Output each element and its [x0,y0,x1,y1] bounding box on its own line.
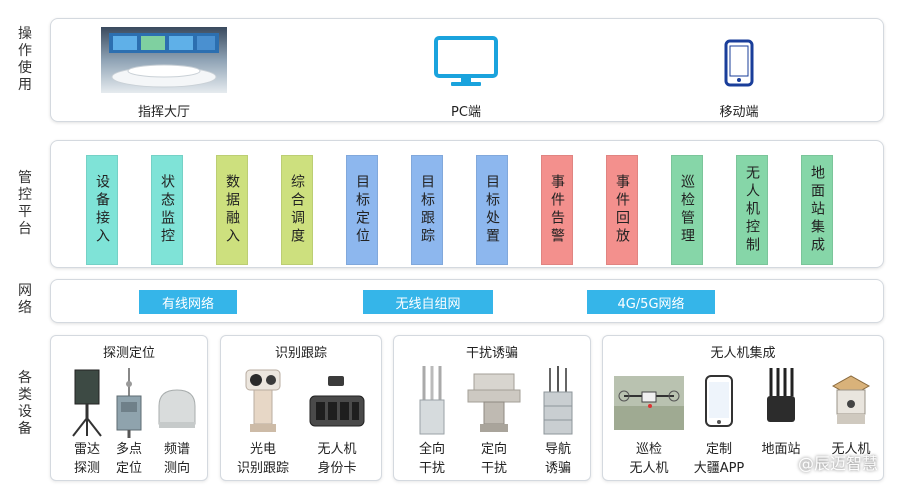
network-panel: 有线网络 无线自组网 4G/5G网络 [50,279,884,323]
group-detection: 探测定位 雷达 探测 多点 定位 频谱 测向 [50,335,208,481]
command-hall-label: 指挥大厅 [137,105,190,120]
device-uav-id-card: 无人机 身份卡 [301,360,373,480]
group-identify-title: 识别跟踪 [274,346,327,361]
device-multipoint-label: 多点 定位 [115,442,142,476]
network-wired: 有线网络 [139,290,237,314]
network-wireless-adhoc: 无线自组网 [363,290,493,314]
mobile-client-label: 移动端 [719,105,759,120]
group-uav: 无人机集成 巡检 无人机 定制 大疆APP 地面站 [602,335,884,481]
device-custom-app-label: 定制 大疆APP [693,442,745,476]
device-custom-app: 定制 大疆APP [683,360,755,480]
custom-app-phone-icon [705,375,733,427]
group-identify: 识别跟踪 光电 识别跟踪 无人机 身份卡 [220,335,382,481]
pc-client-label: PC端 [451,105,481,120]
device-patrol-uav: 巡检 无人机 [609,360,689,480]
device-directional-jammer: 定向 干扰 [458,360,530,480]
module-status-monitor: 状态监控 [151,155,183,265]
module-event-alarm: 事件告警 [541,155,573,265]
group-jamming: 干扰诱骗 全向 干扰 定向 干扰 导航 诱骗 [393,335,591,481]
id-card-reader-icon [309,376,365,427]
device-uav-label: 无人机 [831,442,871,457]
operation-panel: 指挥大厅 PC端 移动端 [50,18,884,122]
uav-icon [831,375,871,424]
layer-label-operation: 操作使用 [18,26,32,93]
multipoint-locator-icon [116,368,142,438]
optical-tracker-icon [245,369,281,432]
command-hall-image [101,27,227,93]
module-target-handle: 目标处置 [476,155,508,265]
nav-spoofer-icon [543,366,573,435]
layer-label-network: 网络 [18,283,32,316]
device-uav-id-card-label: 无人机 身份卡 [317,442,357,476]
module-patrol-manage: 巡检管理 [671,155,703,265]
device-ground-station-label: 地面站 [761,442,801,457]
platform-panel: 设备接入 状态监控 数据融入 综合调度 目标定位 目标跟踪 目标处置 事件告警 … [50,140,884,268]
directional-jammer-icon [467,373,521,432]
device-multipoint: 多点 定位 [93,360,165,480]
layer-label-devices: 各类设备 [18,370,32,437]
patrol-uav-photo [614,376,684,430]
device-nav-spoofer: 导航 诱骗 [522,360,594,480]
module-device-access: 设备接入 [86,155,118,265]
group-uav-title: 无人机集成 [710,346,776,361]
ground-station-icon [767,368,795,422]
layer-label-platform: 管控平台 [18,170,32,237]
spectrum-dome-icon [158,389,196,428]
device-patrol-uav-label: 巡检 无人机 [629,442,669,476]
watermark: @辰迈智慧 [797,454,878,473]
device-optical-label: 光电 识别跟踪 [236,442,289,476]
module-target-track: 目标跟踪 [411,155,443,265]
device-omni-jammer-label: 全向 干扰 [418,442,445,476]
device-radar-label: 雷达 探测 [73,442,100,476]
module-ground-station: 地面站集成 [801,155,833,265]
omni-jammer-icon [419,366,445,435]
network-4g-5g: 4G/5G网络 [587,290,715,314]
module-data-fusion: 数据融入 [216,155,248,265]
device-uav: 无人机 [815,360,887,480]
module-event-replay: 事件回放 [606,155,638,265]
device-ground-station: 地面站 [745,360,817,480]
monitor-icon [434,36,498,86]
group-jamming-title: 干扰诱骗 [465,346,518,361]
device-spectrum: 频谱 测向 [141,360,213,480]
radar-icon [72,369,102,437]
device-radar: 雷达 探测 [51,360,123,480]
module-uav-control: 无人机控制 [736,155,768,265]
device-optical: 光电 识别跟踪 [227,360,299,480]
device-omni-jammer: 全向 干扰 [396,360,468,480]
module-target-locate: 目标定位 [346,155,378,265]
smartphone-icon [724,39,754,87]
module-dispatch: 综合调度 [281,155,313,265]
device-directional-jammer-label: 定向 干扰 [480,442,507,476]
device-nav-spoofer-label: 导航 诱骗 [544,442,571,476]
group-detection-title: 探测定位 [102,346,155,361]
device-spectrum-label: 频谱 测向 [163,442,190,476]
